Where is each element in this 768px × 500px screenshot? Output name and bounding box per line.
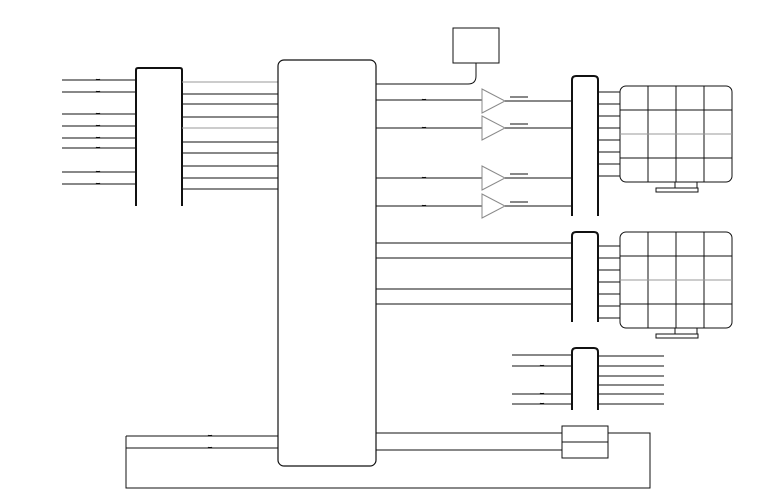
- input-connector: [135, 67, 183, 206]
- bus-connector-3: [571, 347, 599, 410]
- display-panel-1: [619, 85, 733, 193]
- connector-to-controller-wires: [182, 81, 278, 190]
- connector3-left-wires: [512, 354, 572, 405]
- controller-to-connector2-wires: [376, 242, 572, 305]
- triangle-buffer-icon: [481, 88, 507, 114]
- connector2-to-display2-wires: [598, 245, 620, 319]
- triangle-buffer-icon: [481, 115, 507, 141]
- buffer-group: [481, 88, 507, 219]
- buffer-output-wires: [505, 96, 572, 207]
- controller-to-buffer-wires: [376, 98, 482, 207]
- bottom-module: [561, 425, 609, 459]
- bottom-wires: [126, 432, 650, 451]
- display-panel-2: [619, 231, 733, 339]
- left-input-wires: [62, 78, 136, 185]
- triangle-buffer-icon: [481, 193, 507, 219]
- top-small-module: [452, 27, 500, 64]
- bus-connector-2: [571, 231, 599, 322]
- connector1-to-display1-wires: [598, 91, 620, 177]
- triangle-buffer-icon: [481, 165, 507, 191]
- main-controller: [277, 59, 377, 467]
- bus-connector-1: [571, 75, 599, 216]
- connector3-right-wires: [598, 355, 664, 405]
- top-module-wire: [376, 63, 477, 85]
